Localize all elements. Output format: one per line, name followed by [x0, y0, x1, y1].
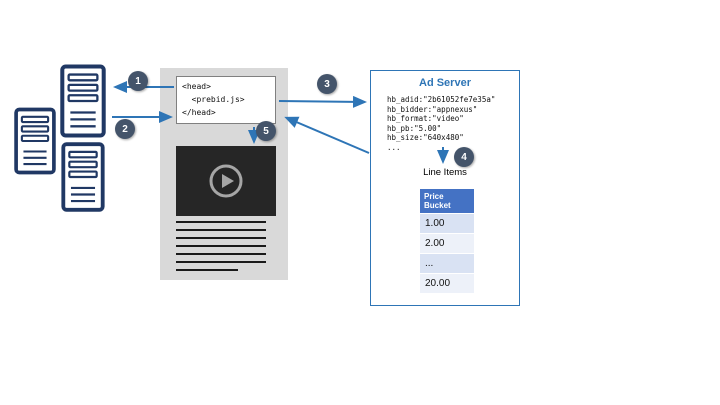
price-bucket-header: Price Bucket — [420, 189, 474, 213]
arrow-ad-server-response — [284, 116, 370, 154]
text-line — [176, 229, 266, 231]
server-icon-left — [14, 107, 56, 175]
kv-hb-size: hb_size:"640x480" — [387, 133, 464, 142]
server-icon-top — [60, 64, 106, 138]
video-player — [176, 146, 276, 216]
head-code-box: <head> <prebid.js> </head> — [176, 76, 276, 124]
arrow-step-3-ad-server-request — [278, 95, 367, 108]
price-bucket-row: 20.00 — [420, 274, 474, 293]
line-items-label: Line Items — [423, 167, 467, 178]
head-code-line-1: <head> — [182, 82, 211, 91]
kv-ellipsis: ... — [387, 142, 401, 152]
price-bucket-table: Price Bucket 1.00 2.00 ... 20.00 — [420, 189, 474, 293]
kv-hb-adid: hb_adid:"2b61052fe7e35a" — [387, 95, 496, 104]
head-code-line-2: <prebid.js> — [182, 95, 245, 104]
kv-hb-pb: hb_pb:"5.00" — [387, 123, 442, 133]
text-line — [176, 261, 266, 263]
head-code-line-3: </head> — [182, 108, 216, 117]
step-circle-1: 1 — [128, 71, 148, 91]
ad-server-title: Ad Server — [419, 77, 471, 89]
text-line — [176, 245, 266, 247]
kv-hb-bidder: hb_bidder:"appnexus" — [387, 104, 478, 114]
price-bucket-row: 1.00 — [420, 214, 474, 233]
kv-hb-format: hb_format:"video" — [387, 114, 464, 123]
text-line — [176, 237, 266, 239]
server-icon-bottom — [61, 142, 105, 212]
step-circle-5: 5 — [256, 121, 276, 141]
price-bucket-row: 2.00 — [420, 234, 474, 253]
play-icon — [209, 164, 243, 198]
price-bucket-row: ... — [420, 254, 474, 273]
text-line — [176, 253, 266, 255]
text-line — [176, 221, 266, 223]
ad-server-panel: Ad Server hb_adid:"2b61052fe7e35a"hb_bid… — [370, 70, 520, 306]
step-circle-2: 2 — [115, 119, 135, 139]
step-circle-4: 4 — [454, 147, 474, 167]
text-line — [176, 269, 238, 271]
step-circle-3: 3 — [317, 74, 337, 94]
